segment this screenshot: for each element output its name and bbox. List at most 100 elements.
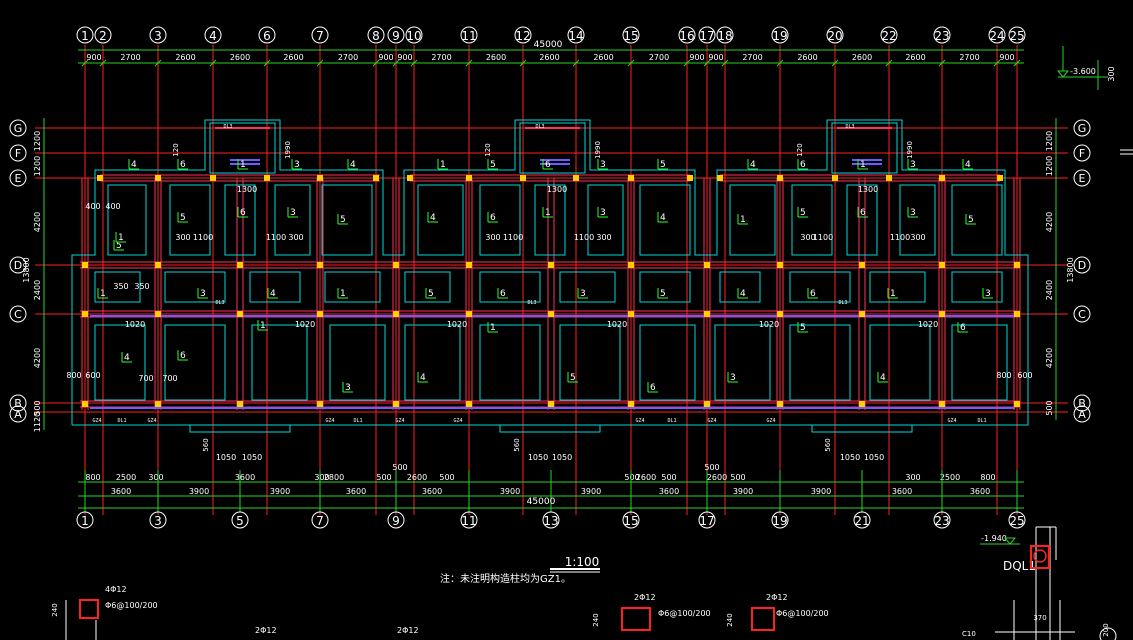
bottom-axis-label-23: 23 — [934, 514, 949, 528]
column-21 — [628, 262, 634, 268]
plan-annotation-35: 1050 — [840, 453, 860, 462]
plan-annotation-34: 1050 — [552, 453, 572, 462]
tag-num-5: 4 — [350, 160, 356, 170]
plan-annotation-31: 1050 — [216, 453, 236, 462]
foundation-pad-10 — [729, 184, 776, 256]
top-dim-15: 2700 — [742, 53, 762, 62]
top-axis-bubble-10 — [405, 26, 423, 44]
right-axis-bubble-A — [1073, 405, 1091, 423]
plan-annotation-14: 1100 — [890, 233, 910, 242]
foundation-pad-11 — [791, 184, 833, 256]
bottom-axis-bubble-21 — [853, 511, 871, 529]
plan-annotation-10: 1100 — [266, 233, 286, 242]
top-dim-10: 2600 — [539, 53, 559, 62]
tag-num-1: 4 — [131, 160, 137, 170]
tag-num-33: 1 — [260, 321, 266, 331]
plan-annotation-21: 1020 — [759, 320, 779, 329]
tag-num-14: 3 — [910, 160, 916, 170]
column-11 — [317, 401, 323, 407]
top-dim-0: 900 — [86, 53, 101, 62]
foundation-pad-37 — [869, 271, 926, 303]
tag-num-43: 1 — [100, 289, 106, 299]
foundation-pad-1 — [169, 184, 211, 256]
top-axis-bubble-3 — [149, 26, 167, 44]
left-dim-4: 4200 — [33, 348, 42, 368]
bottom-axis-bubble-9 — [387, 511, 405, 529]
top-axis-bubble-15 — [622, 26, 640, 44]
column-50 — [687, 175, 693, 181]
callout-1: DL1 — [117, 418, 126, 424]
top-axis-label-2: 2 — [99, 29, 107, 43]
right-dim-2: 4200 — [1045, 212, 1054, 232]
detail-mid-240: 240 — [592, 613, 600, 626]
level-top-dim: 300 — [1107, 66, 1116, 81]
callout-12: DL1 — [977, 418, 986, 424]
left-dim-6: 1120 — [33, 412, 42, 432]
column-54 — [886, 175, 892, 181]
top-axis-label-18: 18 — [717, 29, 732, 43]
top-axis-bubble-12 — [514, 26, 532, 44]
foundation-pad-21 — [559, 324, 621, 401]
tag-num-4: 3 — [294, 160, 300, 170]
tag-num-7: 5 — [490, 160, 496, 170]
bottom-dim-row2-4: 3600 — [422, 487, 442, 496]
foundation-pad-30 — [324, 271, 381, 303]
top-axis-bubble-9 — [387, 26, 405, 44]
column-14 — [393, 401, 399, 407]
dql1-label-240: 370 — [1033, 614, 1046, 622]
plan-rot-annotation-4: 1990 — [594, 141, 602, 159]
foundation-pad-31 — [404, 271, 451, 303]
column-31 — [859, 311, 865, 317]
top-dim-17: 2600 — [852, 53, 872, 62]
foundation-pad-29 — [249, 271, 301, 303]
bottom-axis-bubble-25 — [1008, 511, 1026, 529]
plan-annotation-30: 600 — [1017, 371, 1032, 380]
column-7 — [237, 311, 243, 317]
structural-columns — [82, 175, 1020, 407]
foundation-pad-3 — [274, 184, 311, 256]
column-46 — [466, 175, 472, 181]
tag-num-37: 5 — [570, 373, 576, 383]
left-axis-bubble-G — [9, 119, 27, 137]
bottom-axis-bubble-7 — [311, 511, 329, 529]
top-axis-bubble-16 — [678, 26, 696, 44]
left-axis-bubble-F — [9, 144, 27, 162]
bottom-dim-row1-21: 2600 — [707, 473, 727, 482]
top-dim-tick-1 — [99, 59, 107, 67]
column-35 — [939, 401, 945, 407]
bottom-axis-bubble-1 — [76, 511, 94, 529]
column-22 — [628, 311, 634, 317]
column-16 — [466, 311, 472, 317]
top-dim-4: 2600 — [283, 53, 303, 62]
bottom-dim-row2-2: 3900 — [270, 487, 290, 496]
callout-0: GZ4 — [92, 418, 101, 424]
plan-annotation-23: 350 — [113, 282, 128, 291]
column-2 — [82, 401, 88, 407]
top-axis-label-16: 16 — [679, 29, 694, 43]
column-27 — [777, 262, 783, 268]
left-axis-label-B: B — [14, 397, 22, 410]
top-dim-2: 2600 — [175, 53, 195, 62]
column-12 — [393, 262, 399, 268]
entry-step-1 — [499, 425, 601, 433]
foundation-pad-17 — [251, 324, 308, 401]
plan-annotation-29: 800 — [996, 371, 1011, 380]
bottom-dim-row1-22: 500 — [730, 473, 745, 482]
column-3 — [155, 262, 161, 268]
right-axis-label-B: B — [1078, 397, 1086, 410]
bottom-axis-bubble-19 — [771, 511, 789, 529]
stair-bay-0 — [209, 122, 276, 174]
tag-num-48: 6 — [500, 289, 506, 299]
top-axis-label-19: 19 — [772, 29, 787, 43]
top-axis-label-4: 4 — [209, 29, 217, 43]
top-dim-tick-6 — [372, 59, 380, 67]
right-axis-label-A: A — [1078, 408, 1086, 421]
tag-num-10: 5 — [660, 160, 666, 170]
tag-num-3: 1 — [240, 160, 246, 170]
callout-13: DL3 — [223, 124, 232, 130]
top-axis-bubble-8 — [367, 26, 385, 44]
column-47 — [520, 175, 526, 181]
rebar-detail-bottom-stubs: 2Φ12 2Φ12 — [255, 626, 419, 635]
top-dim-8: 2700 — [431, 53, 451, 62]
